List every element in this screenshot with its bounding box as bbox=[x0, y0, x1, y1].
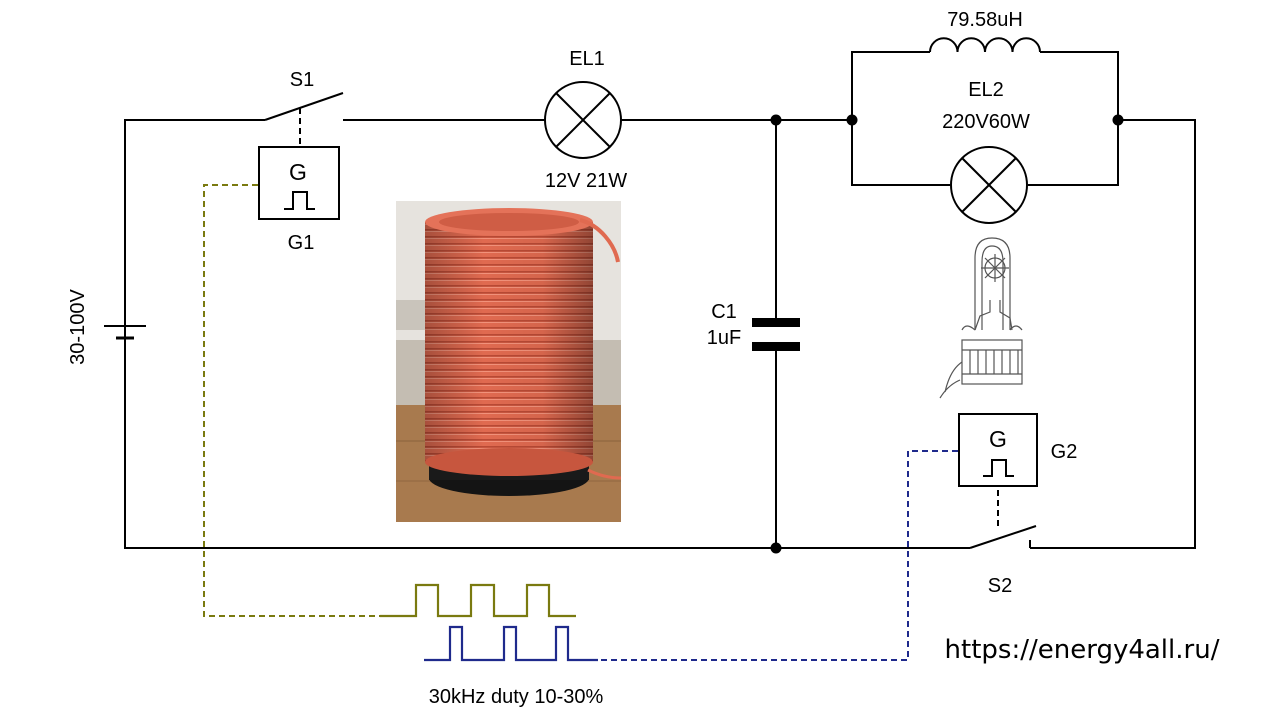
generator-g1 bbox=[258, 146, 340, 220]
el2-rating: 220V60W bbox=[942, 111, 1030, 133]
g1-pulse-train bbox=[380, 583, 576, 618]
generator-g2 bbox=[958, 413, 1038, 530]
lamp-el2 bbox=[950, 146, 1028, 224]
switch-s1 bbox=[264, 92, 344, 146]
g1-symbol: G bbox=[289, 159, 307, 185]
pulse-icon bbox=[284, 191, 315, 210]
capacitor-c1 bbox=[752, 318, 800, 351]
voltage-label: 30-100V bbox=[67, 289, 89, 365]
battery-symbol bbox=[104, 325, 146, 340]
c1-label: C1 bbox=[711, 301, 737, 323]
g2-signal-line bbox=[424, 450, 958, 662]
junction-dots bbox=[770, 114, 1124, 554]
s2-label: S2 bbox=[988, 575, 1012, 597]
g2-label: G2 bbox=[1051, 441, 1078, 463]
lamp-el1 bbox=[544, 81, 622, 159]
coil-photo bbox=[396, 201, 622, 522]
g2-symbol: G bbox=[989, 426, 1007, 452]
s1-label: S1 bbox=[290, 69, 314, 91]
inductor bbox=[929, 37, 1041, 53]
lamp-sketch bbox=[939, 237, 1023, 399]
el1-label: EL1 bbox=[569, 48, 605, 70]
el2-label: EL2 bbox=[968, 79, 1004, 101]
junction-dot bbox=[846, 114, 858, 126]
junction-dot bbox=[770, 114, 782, 126]
source-url[interactable]: https://energy4all.ru/ bbox=[945, 635, 1220, 665]
switch-s2 bbox=[969, 525, 1037, 549]
wires bbox=[124, 51, 1196, 549]
pulse-icon bbox=[983, 459, 1014, 477]
el1-rating: 12V 21W bbox=[545, 170, 627, 192]
junction-dot bbox=[1112, 114, 1124, 126]
pulse-note: 30kHz duty 10-30% bbox=[429, 686, 604, 708]
inductance-label: 79.58uH bbox=[947, 9, 1023, 31]
g2-pulse-train bbox=[424, 625, 598, 662]
junction-dot bbox=[770, 542, 782, 554]
c1-value: 1uF bbox=[707, 327, 741, 349]
g1-label: G1 bbox=[288, 232, 315, 254]
g1-signal-line bbox=[203, 184, 576, 618]
